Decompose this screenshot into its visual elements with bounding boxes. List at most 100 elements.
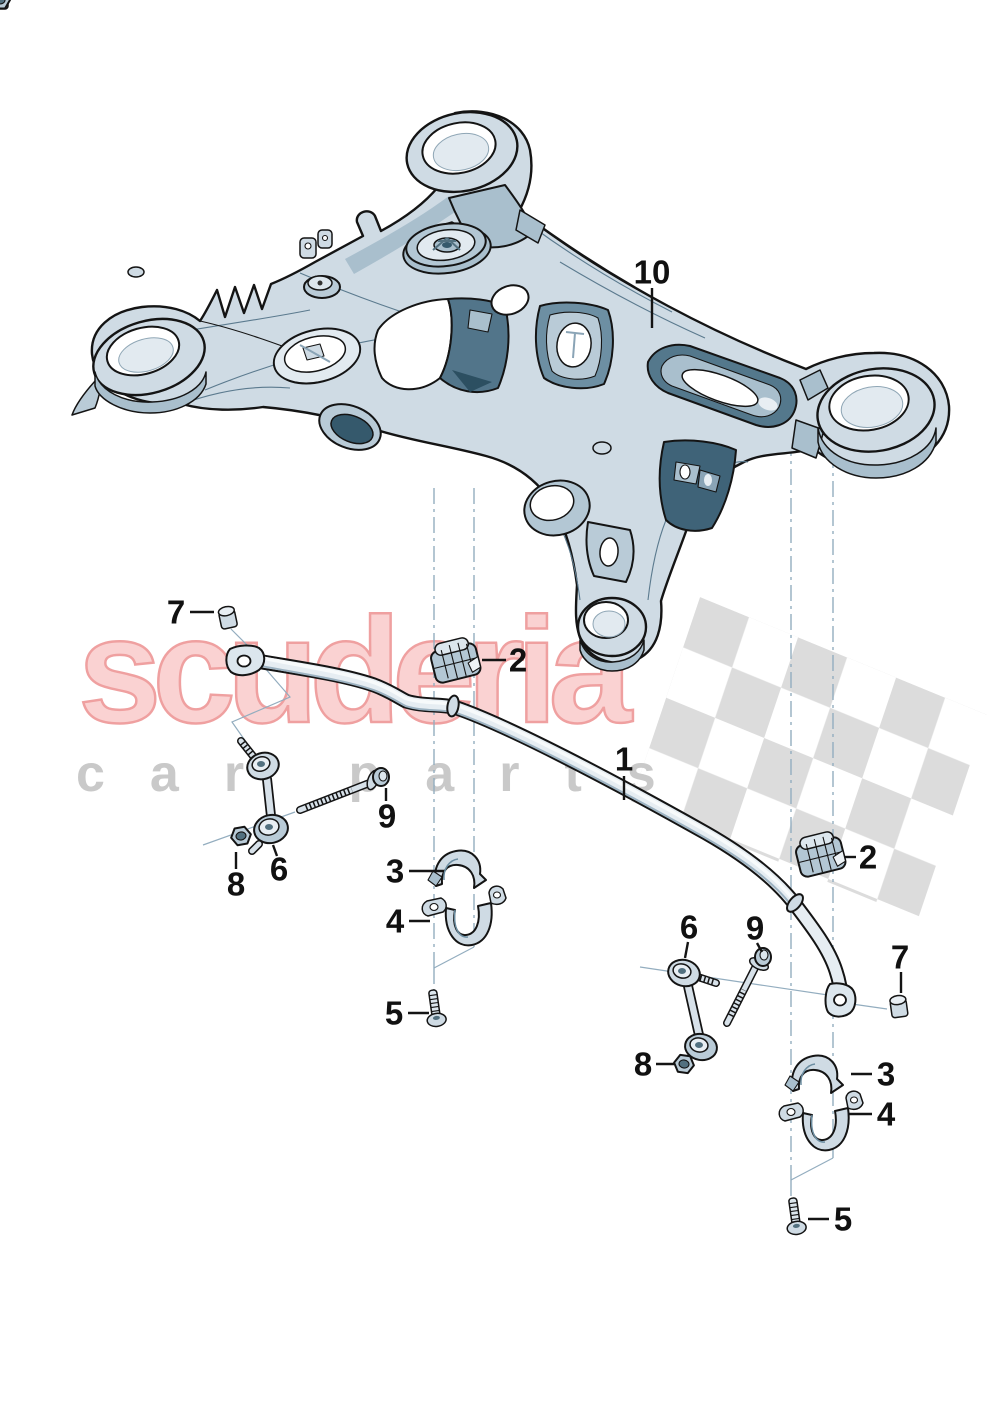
rod-eye-center — [265, 824, 273, 830]
guide-line — [851, 1003, 888, 1010]
bolt-threads — [728, 988, 747, 1018]
bracket-shade — [453, 909, 469, 938]
clamp-body — [434, 849, 487, 889]
screw-head-recess — [432, 1015, 440, 1020]
guide-line — [790, 1157, 834, 1181]
leader-line — [271, 844, 279, 857]
part-callout: 10 — [634, 254, 671, 291]
screw-drawing — [782, 1196, 808, 1237]
watermark-brand-text: scuderia — [78, 586, 634, 754]
mount-ring-right-band — [817, 427, 937, 479]
mount-ring-left-band — [94, 371, 207, 414]
checkered-flag-icon — [631, 597, 987, 920]
mount-ring-right-shade — [840, 386, 904, 428]
retainer-bracket-drawing — [778, 1090, 864, 1152]
frame-bracket — [791, 419, 825, 459]
coupling-rod-drawing — [667, 958, 720, 1062]
part-callout: 1 — [615, 741, 633, 778]
bolt-drawing — [296, 767, 390, 814]
part-callout: 7 — [891, 939, 909, 976]
part-callout: 4 — [877, 1096, 896, 1133]
frame-oval-bore — [529, 484, 575, 522]
cap-drawing — [888, 993, 909, 1019]
frame-pocket-shadow — [452, 370, 492, 392]
bar-collar — [786, 893, 804, 913]
frame-highlight — [704, 474, 712, 486]
frame-boss — [127, 266, 145, 278]
mount-tube-bottom-band — [579, 639, 645, 672]
bar-body — [244, 654, 847, 1005]
frame-bracket — [799, 369, 829, 401]
bolt-shaft — [724, 959, 761, 1026]
watermark: scuderia car parts — [76, 585, 987, 920]
leader-line — [755, 942, 764, 953]
guide-line — [433, 946, 475, 969]
bar-end-eye-hole — [236, 654, 252, 668]
bushing-ribs — [434, 642, 478, 679]
frame-line — [559, 261, 706, 339]
anti-roll-bar-drawing — [225, 644, 857, 1018]
part-callout: 4 — [386, 903, 405, 940]
frame-line — [647, 519, 667, 601]
frame-detail — [565, 331, 585, 359]
clamp-drawing — [784, 1054, 844, 1094]
frame-opening — [599, 537, 619, 567]
rear-subframe-drawing — [71, 110, 951, 672]
clamp-drawing — [427, 849, 487, 889]
frame-line — [529, 224, 673, 313]
part-callout: 5 — [834, 1201, 852, 1238]
bracket-ear-hole — [429, 902, 439, 912]
bolt-drawing — [723, 947, 772, 1027]
part-callout: 8 — [227, 866, 245, 903]
frame-boss — [592, 441, 612, 455]
part-callout: 3 — [386, 853, 404, 890]
cap-drawing — [216, 604, 239, 631]
mount-tube-bottom-shade — [592, 610, 626, 638]
retainer-bracket-drawing — [421, 885, 507, 947]
bushing-drawing — [430, 637, 482, 684]
frame-tab-hole — [321, 234, 329, 242]
rod-body — [684, 982, 703, 1039]
bolt-threads — [304, 787, 354, 811]
coupling-rod-drawing — [237, 737, 289, 855]
rod-stud — [249, 841, 262, 854]
callouts: 10 7 2 1 9 8 6 3 4 5 2 6 9 7 8 3 4 5 — [167, 254, 909, 1238]
screw-drawing — [426, 989, 447, 1028]
bushing-slot — [467, 655, 482, 673]
checkered-flag-area — [631, 597, 987, 920]
rod-eye-center — [257, 761, 265, 767]
part-callout: 8 — [634, 1046, 652, 1083]
nut-bore — [0, 0, 6, 5]
frame-opening — [681, 368, 759, 408]
disc-mount-center — [442, 242, 452, 248]
bushing-top — [434, 637, 470, 656]
screw-threads — [429, 994, 440, 1013]
part-callout: 2 — [859, 839, 877, 876]
rod-eye-center — [678, 968, 686, 974]
frame-boss-dot — [317, 280, 323, 286]
frame-tab-hole — [304, 242, 312, 250]
part-callout: 9 — [746, 910, 764, 947]
bracket-arch — [444, 902, 493, 947]
part-callout: 7 — [167, 594, 185, 631]
disc-mount-spokes — [432, 237, 461, 251]
rod-eye-center — [695, 1042, 703, 1048]
frame-cylinder-bore — [330, 413, 374, 445]
part-callout: 9 — [378, 798, 396, 835]
frame-opening — [679, 464, 691, 480]
guide-line — [231, 666, 291, 743]
frame-detail — [299, 344, 331, 363]
subframe-arm-shading — [345, 196, 455, 274]
subframe-body — [90, 110, 951, 664]
mount-ring-left-shade — [118, 337, 174, 373]
bar-end-eye-hole — [833, 993, 847, 1007]
part-callout: 5 — [385, 995, 403, 1032]
part-callout: 3 — [877, 1056, 895, 1093]
part-callout: 6 — [270, 851, 288, 888]
rod-body — [263, 775, 275, 820]
frame-highlight — [758, 397, 778, 411]
bolt-shaft — [297, 779, 375, 813]
nut-drawing — [0, 0, 11, 10]
frame-bracket — [515, 209, 546, 244]
